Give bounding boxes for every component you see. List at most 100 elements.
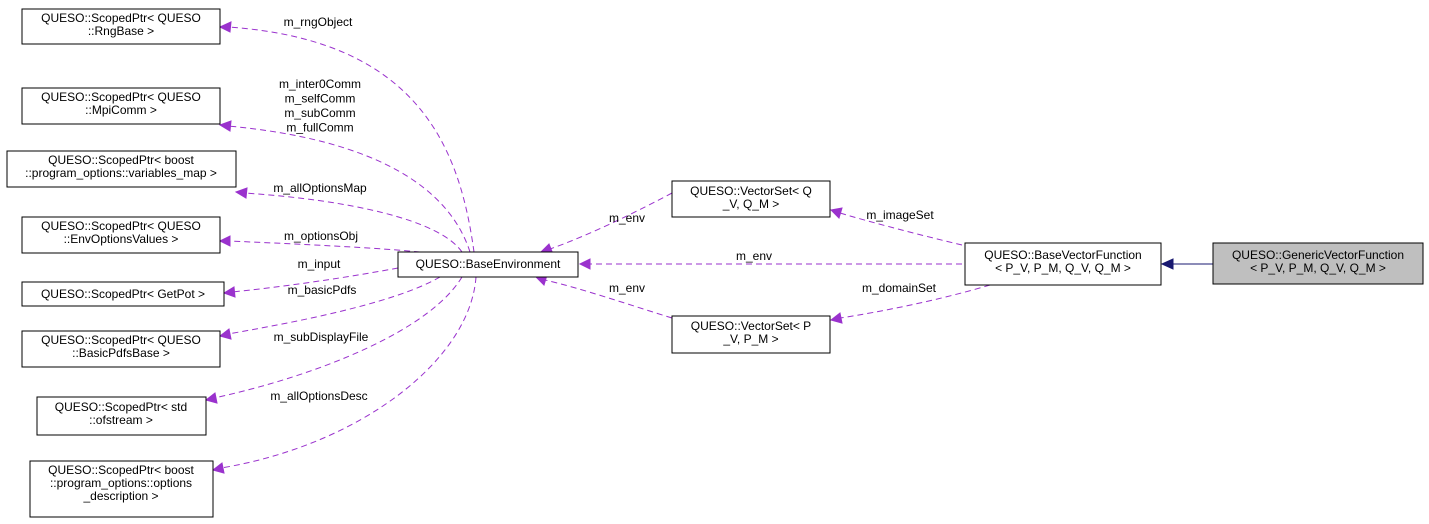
edge-basic-pdfs [227,276,441,335]
text-line: QUESO::GenericVectorFunction [1232,248,1404,262]
text-line: QUESO::VectorSet< P [691,319,811,333]
node-env-options-label: QUESO::ScopedPtr< QUESO::EnvOptionsValue… [41,219,201,246]
node-variables-map-label: QUESO::ScopedPtr< boost::program_options… [25,153,217,180]
edge-input [231,267,399,293]
arrowhead [218,21,232,33]
text-line: QUESO::BaseEnvironment [416,257,561,271]
edge-sub-display-file [213,276,463,399]
text-line: QUESO::ScopedPtr< GetPot > [41,287,205,301]
text-line: QUESO::ScopedPtr< QUESO [41,90,201,104]
node-base-vector-function[interactable]: QUESO::BaseVectorFunction< P_V, P_M, Q_V… [964,242,1162,286]
text-line: ::MpiComm > [85,103,157,117]
label-vsetq-env: m_env [609,211,645,225]
edge-options-obj [227,240,421,253]
text-line: ::program_options::options [50,476,192,490]
text-line: QUESO::ScopedPtr< boost [48,153,194,167]
edge-vsetp-env [544,279,673,319]
node-rng[interactable]: QUESO::ScopedPtr< QUESO::RngBase > [21,8,221,45]
text-line: QUESO::ScopedPtr< boost [48,463,194,477]
text-line: m_inter0Comm [279,77,361,91]
text-line: m_optionsObj [284,229,358,243]
text-line: m_imageSet [866,208,934,222]
text-line: < P_V, P_M, Q_V, Q_M > [1250,261,1386,275]
text-line: ::RngBase > [88,24,154,38]
label-all-options-map: m_allOptionsMap [273,181,367,195]
text-line: QUESO::ScopedPtr< QUESO [41,11,201,25]
text-line: m_basicPdfs [288,283,357,297]
text-line: QUESO::BaseVectorFunction [984,248,1141,262]
text-line: ::BasicPdfsBase > [72,346,170,360]
text-line: QUESO::ScopedPtr< QUESO [41,219,201,233]
node-vectorset-p-label: QUESO::VectorSet< P_V, P_M > [691,319,811,346]
node-env-options[interactable]: QUESO::ScopedPtr< QUESO::EnvOptionsValue… [21,216,221,254]
node-base-environment[interactable]: QUESO::BaseEnvironment [397,251,579,278]
node-variables-map[interactable]: QUESO::ScopedPtr< boost::program_options… [6,150,237,188]
arrowhead [829,312,843,324]
text-line: QUESO::ScopedPtr< std [55,400,187,414]
text-line: ::program_options::variables_map > [25,166,217,180]
label-rng-object: m_rngObject [284,15,353,29]
text-line: m_allOptionsMap [273,181,367,195]
node-getpot-label: QUESO::ScopedPtr< GetPot > [41,287,205,301]
text-line: QUESO::VectorSet< Q [690,184,812,198]
node-vectorset-p[interactable]: QUESO::VectorSet< P_V, P_M > [671,315,831,354]
node-generic-vector-function-label: QUESO::GenericVectorFunction< P_V, P_M, … [1232,248,1404,275]
node-basic-pdfs-label: QUESO::ScopedPtr< QUESO::BasicPdfsBase > [41,333,201,360]
label-input: m_input [298,257,341,271]
node-vectorset-q-label: QUESO::VectorSet< Q_V, Q_M > [690,184,812,211]
arrowhead [204,392,218,404]
arrowhead [218,235,231,247]
edges [204,21,1213,474]
text-line: _description > [82,489,158,503]
node-getpot[interactable]: QUESO::ScopedPtr< GetPot > [21,281,225,307]
node-mpi-label: QUESO::ScopedPtr< QUESO::MpiComm > [41,90,201,117]
arrowhead [218,328,232,340]
arrowhead [222,286,236,298]
node-options-description[interactable]: QUESO::ScopedPtr< boost::program_options… [29,460,214,518]
text-line: m_fullComm [286,121,353,135]
text-line: m_env [609,281,645,295]
label-basic-pdfs: m_basicPdfs [288,283,357,297]
text-line: ::EnvOptionsValues > [64,232,179,246]
edge-image-set [839,212,963,246]
label-basevf-env: m_env [736,249,772,263]
text-line: m_env [609,211,645,225]
label-sub-display-file: m_subDisplayFile [274,330,369,344]
arrowhead [218,120,232,132]
edge-all-options-desc [220,276,477,469]
text-line: _V, Q_M > [722,197,780,211]
node-vectorset-q[interactable]: QUESO::VectorSet< Q_V, Q_M > [671,180,831,218]
node-options-description-label: QUESO::ScopedPtr< boost::program_options… [48,463,194,503]
text-line: m_env [736,249,772,263]
inheritance-arrowhead [1160,258,1174,270]
text-line: m_subDisplayFile [274,330,369,344]
node-base-vector-function-label: QUESO::BaseVectorFunction< P_V, P_M, Q_V… [984,248,1141,275]
text-line: < P_V, P_M, Q_V, Q_M > [995,261,1131,275]
edge-comm [227,125,471,253]
text-line: ::ofstream > [89,413,153,427]
node-ofstream[interactable]: QUESO::ScopedPtr< std::ofstream > [36,396,207,436]
edge-rng-object [227,26,475,253]
text-line: m_subComm [284,106,355,120]
label-domain-set: m_domainSet [862,281,937,295]
text-line: m_input [298,257,341,271]
node-generic-vector-function[interactable]: QUESO::GenericVectorFunction< P_V, P_M, … [1212,242,1424,285]
text-line: m_domainSet [862,281,937,295]
text-line: m_selfComm [285,92,356,106]
label-all-options-desc: m_allOptionsDesc [270,389,367,403]
node-rng-label: QUESO::ScopedPtr< QUESO::RngBase > [41,11,201,38]
text-line: QUESO::ScopedPtr< QUESO [41,333,201,347]
edge-domain-set [839,284,991,319]
text-line: m_rngObject [284,15,353,29]
arrowhead [234,187,248,199]
label-image-set: m_imageSet [866,208,934,222]
text-line: _V, P_M > [722,332,778,346]
arrowhead [578,258,591,270]
label-options-obj: m_optionsObj [284,229,358,243]
text-line: m_allOptionsDesc [270,389,367,403]
node-basic-pdfs[interactable]: QUESO::ScopedPtr< QUESO::BasicPdfsBase > [21,330,221,368]
node-mpi[interactable]: QUESO::ScopedPtr< QUESO::MpiComm > [21,87,221,125]
